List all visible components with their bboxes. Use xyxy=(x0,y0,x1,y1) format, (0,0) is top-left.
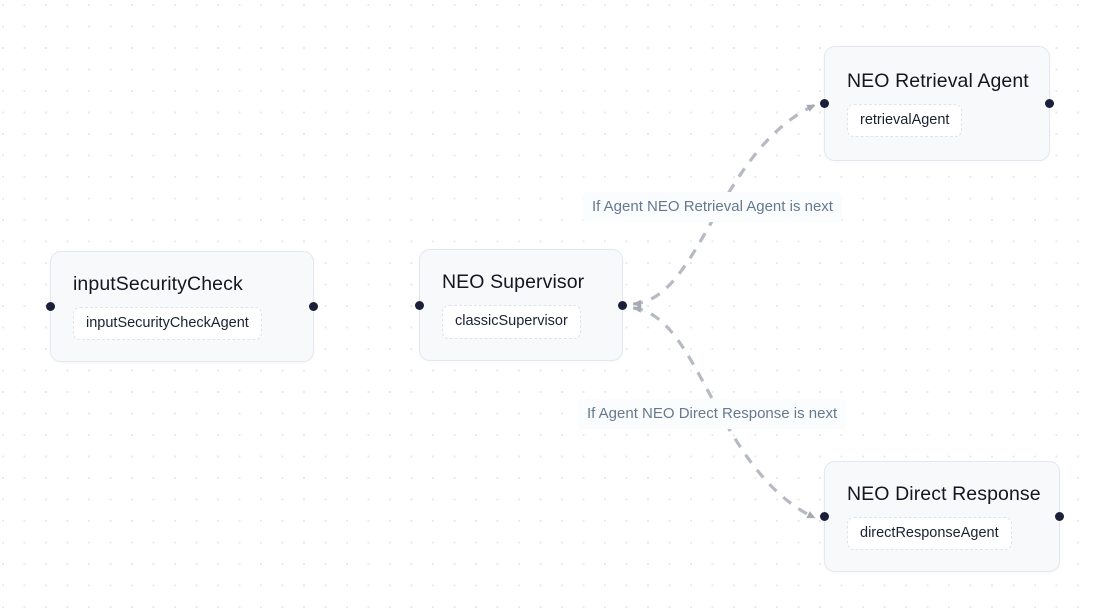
edge-label-supervisor-to-retrieval[interactable]: If Agent NEO Retrieval Agent is next xyxy=(583,192,842,222)
node-title: inputSecurityCheck xyxy=(73,272,243,295)
handle-target-neo-retrieval-agent[interactable] xyxy=(820,99,829,108)
node-neo-supervisor[interactable]: NEO Supervisor classicSupervisor xyxy=(415,249,627,361)
handle-target-neo-direct-response[interactable] xyxy=(820,512,829,521)
edge-label-supervisor-to-direct-response[interactable]: If Agent NEO Direct Response is next xyxy=(578,399,847,429)
node-agent-badge[interactable]: directResponseAgent xyxy=(847,516,1012,551)
node-title: NEO Supervisor xyxy=(442,271,585,294)
node-input-security-check[interactable]: inputSecurityCheck inputSecurityCheckAge… xyxy=(46,251,318,362)
handle-source-neo-supervisor[interactable] xyxy=(618,300,627,310)
node-neo-direct-response[interactable]: NEO Direct Response directResponseAgent xyxy=(820,461,1064,572)
node-agent-badge[interactable]: classicSupervisor xyxy=(442,305,581,339)
handle-source-neo-retrieval-agent[interactable] xyxy=(1045,99,1054,108)
node-agent-badge[interactable]: inputSecurityCheckAgent xyxy=(73,306,262,341)
node-title: NEO Direct Response xyxy=(847,482,1041,505)
handle-target-neo-supervisor[interactable] xyxy=(415,300,424,310)
node-title: NEO Retrieval Agent xyxy=(847,69,1029,92)
node-neo-retrieval-agent[interactable]: NEO Retrieval Agent retrievalAgent xyxy=(820,46,1054,161)
node-agent-badge[interactable]: retrievalAgent xyxy=(847,103,963,138)
handle-source-neo-direct-response[interactable] xyxy=(1055,512,1064,521)
handle-source-input-security-check[interactable] xyxy=(309,302,318,311)
handle-target-input-security-check[interactable] xyxy=(46,302,55,311)
